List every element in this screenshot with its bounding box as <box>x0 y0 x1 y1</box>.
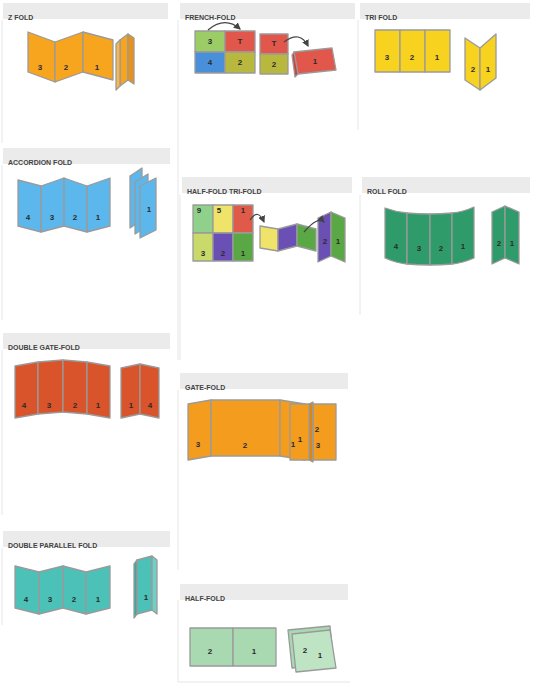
panel-number: 4 <box>208 59 212 67</box>
fold-heading: ROLL FOLD <box>367 188 407 195</box>
fold-heading: ACCORDION FOLD <box>8 159 72 166</box>
panel-number: 3 <box>48 596 52 604</box>
panel-number: T <box>238 38 243 46</box>
fold-heading-band: DOUBLE GATE-FOLD <box>3 333 170 349</box>
panel-number: 1 <box>129 402 133 410</box>
panel-number: 1 <box>318 652 322 660</box>
panel-number: 2 <box>303 647 307 655</box>
fold-heading: TRI FOLD <box>365 14 397 21</box>
panel-number: T <box>272 40 277 48</box>
fold-heading-band: Z FOLD <box>3 3 168 19</box>
panel-number: 1 <box>435 54 439 62</box>
panel-number: 2 <box>72 596 76 604</box>
panel-number: 4 <box>394 243 398 251</box>
fold-heading-band: ACCORDION FOLD <box>3 148 170 164</box>
panel-number: 1 <box>95 64 99 72</box>
panel-number: 1 <box>298 436 302 444</box>
panel-number: 1 <box>241 250 245 258</box>
panel-number: 2 <box>208 648 212 656</box>
fold-heading-band: HALF-FOLD <box>180 584 348 600</box>
panel-number: 2 <box>497 240 501 248</box>
fold-heading: FRENCH-FOLD <box>185 14 236 21</box>
panel-number: 5 <box>217 207 221 215</box>
panel-number: 2 <box>243 442 247 450</box>
panel-number: 1 <box>144 594 148 602</box>
panel-number: 2 <box>471 66 475 74</box>
panel-number: 1 <box>313 58 317 66</box>
fold-heading: DOUBLE PARALLEL FOLD <box>8 542 97 549</box>
panel-number: 3 <box>47 402 51 410</box>
panel-number: 3 <box>385 54 389 62</box>
fold-heading-band: DOUBLE PARALLEL FOLD <box>3 531 170 547</box>
panel-number: 3 <box>50 214 54 222</box>
fold-heading: Z FOLD <box>8 14 33 21</box>
panel-number: 3 <box>38 64 42 72</box>
panel-number: 3 <box>316 442 320 450</box>
panel-number: 3 <box>208 38 212 46</box>
panel-number: 2 <box>410 54 414 62</box>
panel-number: 4 <box>26 214 30 222</box>
panel-number: 4 <box>24 596 28 604</box>
panel-number: 1 <box>252 648 256 656</box>
panel-number: 2 <box>73 402 77 410</box>
fold-heading: HALF-FOLD <box>185 595 225 602</box>
panel-number: 2 <box>315 426 319 434</box>
panel-number: 2 <box>73 214 77 222</box>
panel-number: 3 <box>196 441 200 449</box>
fold-heading-band: ROLL FOLD <box>362 177 530 193</box>
panel-number: 1 <box>96 596 100 604</box>
panel-number: 1 <box>486 66 490 74</box>
fold-heading: HALF-FOLD TRI-FOLD <box>187 188 262 195</box>
panel-number: 9 <box>197 207 201 215</box>
fold-heading-band: HALF-FOLD TRI-FOLD <box>182 177 352 193</box>
panel-number: 1 <box>147 206 151 214</box>
fold-heading-band: FRENCH-FOLD <box>180 3 355 19</box>
panel-number: 2 <box>238 59 242 67</box>
panel-number: 1 <box>510 240 514 248</box>
panel-number: 2 <box>64 64 68 72</box>
panel-number: 4 <box>148 402 152 410</box>
fold-heading: DOUBLE GATE-FOLD <box>8 344 80 351</box>
panel-number: 2 <box>323 238 327 246</box>
fold-heading-band: TRI FOLD <box>360 3 530 19</box>
panel-number: 1 <box>96 402 100 410</box>
panel-number: 3 <box>417 245 421 253</box>
panel-number: 1 <box>241 207 245 215</box>
panel-number: 4 <box>22 402 26 410</box>
fold-heading: GATE-FOLD <box>185 384 225 391</box>
panel-number: 1 <box>336 238 340 246</box>
panel-number: 3 <box>201 250 205 258</box>
panel-number: 2 <box>272 61 276 69</box>
panel-number: 1 <box>291 441 295 449</box>
panel-number: 2 <box>439 245 443 253</box>
fold-heading-band: GATE-FOLD <box>180 373 348 389</box>
panel-number: 1 <box>461 243 465 251</box>
panel-number: 1 <box>96 214 100 222</box>
panel-number: 2 <box>221 250 225 258</box>
